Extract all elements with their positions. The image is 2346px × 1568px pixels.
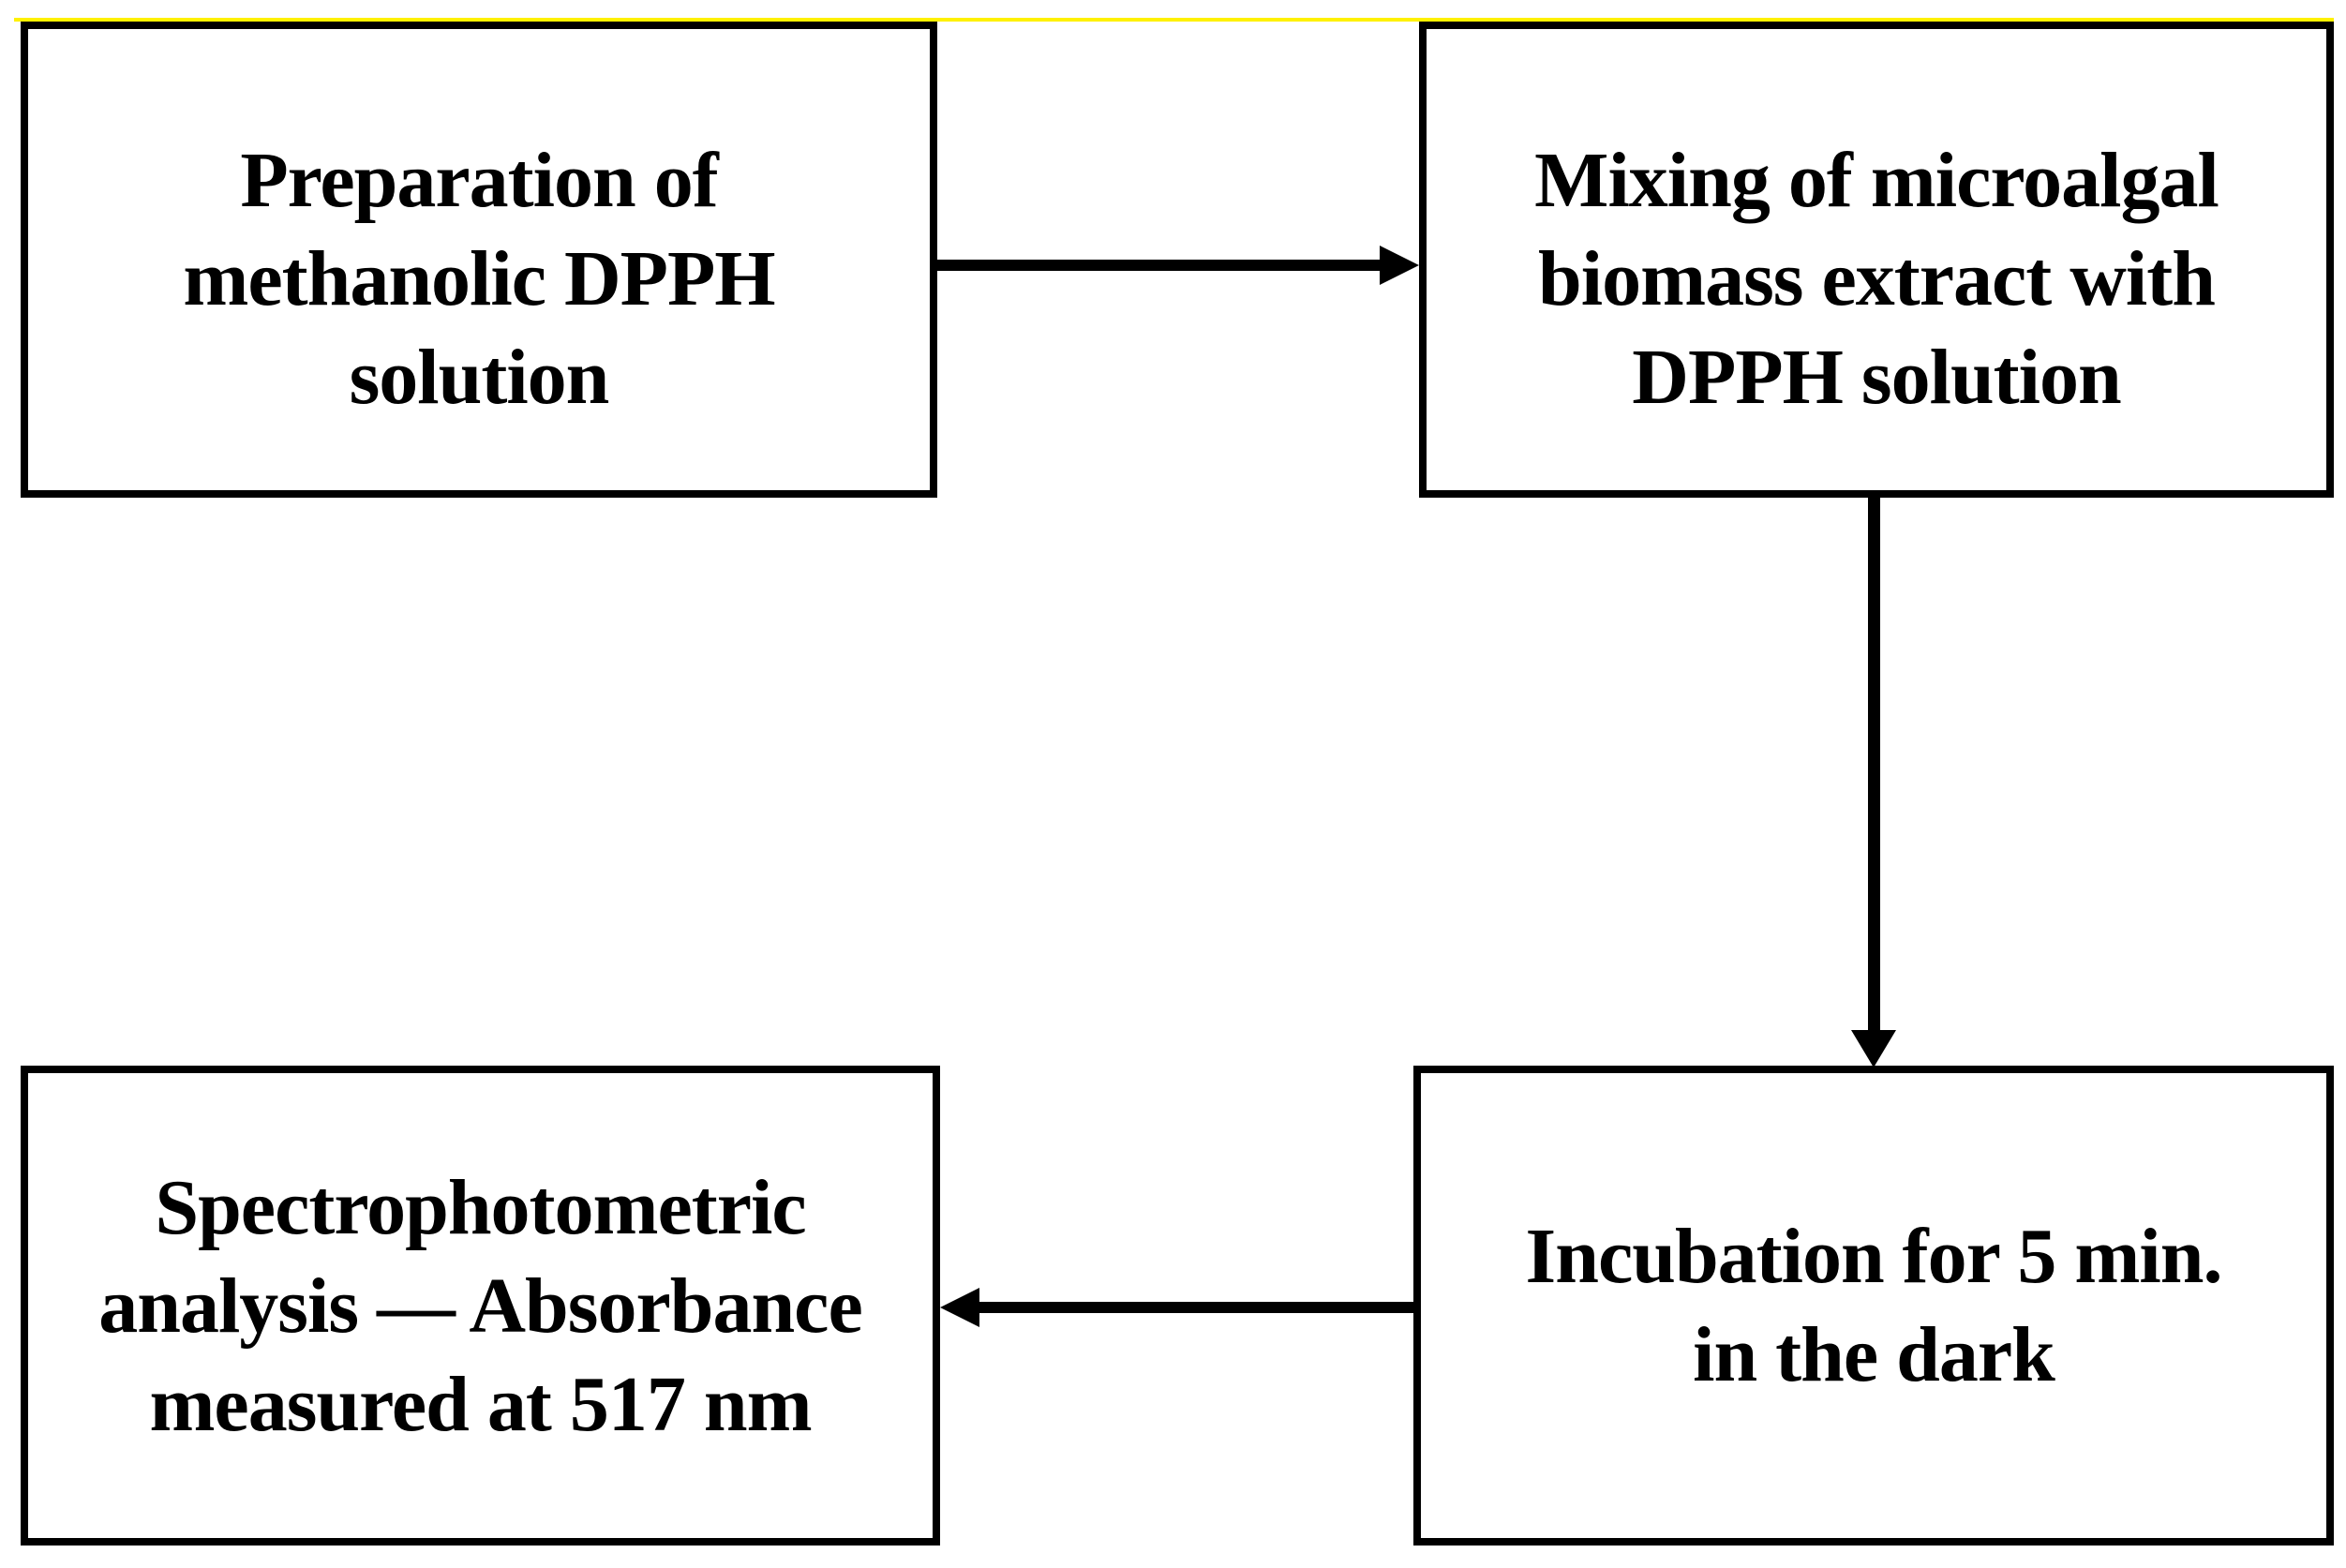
text-line: Spectrophotometric: [155, 1163, 806, 1251]
flow-box-incubation: Incubation for 5 min. in the dark: [1413, 1066, 2334, 1546]
arrow-shaft: [1868, 498, 1880, 1033]
flow-box-mixing-label: Mixing of microalgal biomass extract wit…: [1427, 94, 2326, 426]
flow-box-mixing: Mixing of microalgal biomass extract wit…: [1419, 22, 2334, 498]
text-line: in the dark: [1693, 1311, 2055, 1398]
arrow-shaft: [979, 1302, 1413, 1313]
text-line: biomass extract with: [1538, 234, 2216, 322]
flow-box-preparation-label: Preparation of methanolic DPPH solution: [28, 94, 930, 426]
arrow-left-icon: [940, 1288, 979, 1327]
arrow-shaft: [937, 260, 1380, 271]
flow-box-preparation: Preparation of methanolic DPPH solution: [21, 22, 937, 498]
text-line: DPPH solution: [1632, 333, 2121, 421]
arrow-down-icon: [1851, 1030, 1896, 1068]
text-line: Incubation for 5 min.: [1525, 1213, 2223, 1300]
arrow-right-icon: [1380, 246, 1419, 285]
text-line: Mixing of microalgal: [1534, 136, 2219, 224]
text-line: methanolic DPPH: [183, 234, 775, 322]
text-line: analysis — Absorbance: [98, 1262, 863, 1350]
flow-box-spectrophotometric: Spectrophotometric analysis — Absorbance…: [21, 1066, 940, 1546]
flow-box-incubation-label: Incubation for 5 min. in the dark: [1421, 1207, 2326, 1404]
text-line: Preparation of: [240, 136, 718, 224]
text-line: measured at 517 nm: [149, 1360, 812, 1448]
text-line: solution: [349, 333, 610, 421]
yellow-highlight-line: [14, 18, 2334, 22]
flow-box-spectrophotometric-label: Spectrophotometric analysis — Absorbance…: [28, 1158, 933, 1454]
